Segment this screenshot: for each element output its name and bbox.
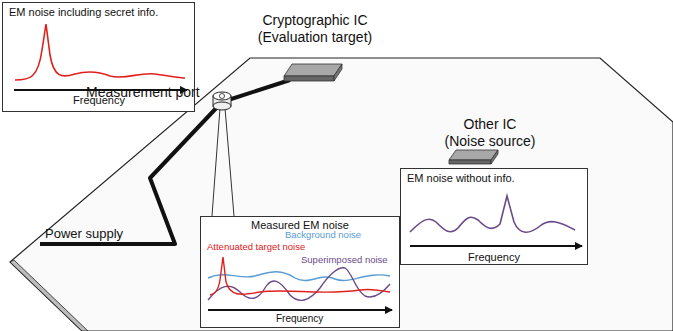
superimposed-spectrum	[208, 268, 390, 301]
curve-label: Superimposed noise	[301, 255, 388, 266]
callout-box: Measured EM noiseAttenuated target noise…	[200, 216, 400, 328]
curve-label: Attenuated target noise	[207, 242, 305, 253]
target-spectrum	[15, 24, 185, 80]
ic-name: Cryptographic IC (Evaluation target)	[250, 12, 380, 46]
noise-spectrum	[410, 196, 575, 232]
port-label: Measurement port	[86, 84, 200, 100]
attenuated-spectrum	[210, 257, 390, 295]
circuit-board	[10, 58, 673, 331]
noise-chip	[449, 150, 498, 164]
measurement-port-symbol	[212, 92, 234, 216]
board-edge	[10, 260, 88, 331]
box-title: EM noise including secret info.	[9, 6, 158, 19]
curve-label: Frequency	[468, 251, 520, 264]
frequency-axis	[208, 309, 392, 311]
supply-label: Power supply	[45, 226, 123, 241]
frequency-axis	[410, 245, 582, 247]
ic-name: Other IC (Noise source)	[442, 116, 538, 150]
frequency-axis	[14, 89, 187, 91]
ic-label: Other IC (Noise source)	[442, 116, 538, 172]
box-title: EM noise without info.	[407, 172, 515, 185]
curve-label: Background noise	[285, 230, 361, 241]
background-spectrum	[208, 272, 390, 281]
crypto-chip	[284, 64, 342, 81]
curve-label: Frequency	[276, 313, 323, 325]
callout-box: EM noise without info. Frequency	[400, 168, 588, 265]
ic-label: Cryptographic IC (Evaluation target)	[250, 12, 380, 84]
